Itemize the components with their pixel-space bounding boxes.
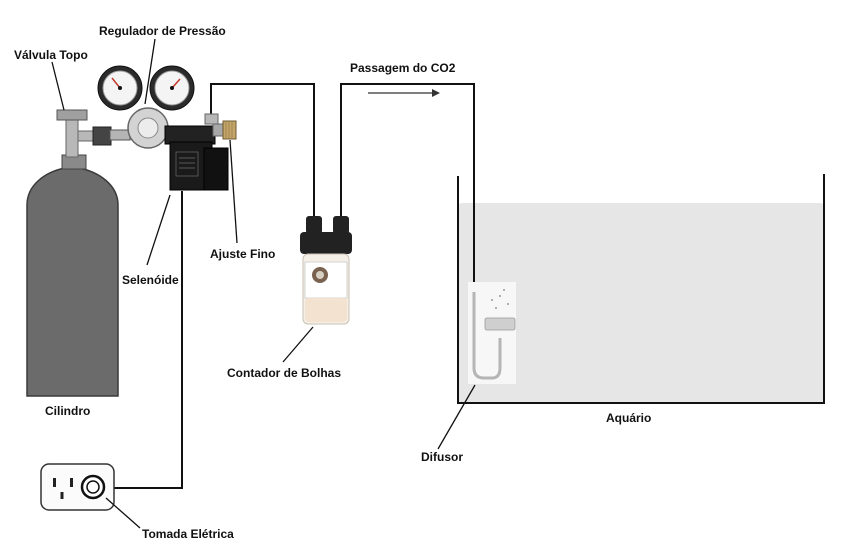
valve-stem xyxy=(65,114,79,158)
label-bubble-counter: Contador de Bolhas xyxy=(227,366,341,380)
pressure-regulator xyxy=(97,65,195,149)
gauge-right xyxy=(149,65,195,111)
needle-valve xyxy=(204,113,237,140)
flow-arrow xyxy=(368,89,440,97)
label-co2-passage: Passagem do CO2 xyxy=(350,61,456,75)
needle-valve-knob xyxy=(222,120,237,140)
label-pressure-regulator: Regulador de Pressão xyxy=(99,24,226,38)
cylinder-body xyxy=(26,167,119,397)
aquarium-water xyxy=(458,203,824,403)
solenoid-plug xyxy=(203,147,229,191)
gauge-left xyxy=(97,65,143,111)
label-valve-top: Válvula Topo xyxy=(14,48,88,62)
regulator-arm xyxy=(109,129,131,141)
tube-counter-to-diffuser xyxy=(340,83,475,292)
bubble-counter xyxy=(300,216,352,325)
aquarium-glass xyxy=(457,174,825,404)
solenoid-connector xyxy=(164,125,216,145)
leader-lines xyxy=(51,38,476,529)
diffuser xyxy=(468,282,516,384)
label-cylinder: Cilindro xyxy=(45,404,90,418)
valve-nut xyxy=(92,126,112,146)
label-aquarium: Aquário xyxy=(606,411,651,425)
power-wiring xyxy=(106,191,183,489)
co2-tubing xyxy=(210,83,475,292)
cable-solenoid-to-outlet xyxy=(106,191,183,489)
label-solenoid: Selenóide xyxy=(122,273,179,287)
tube-regulator-to-counter xyxy=(210,83,315,220)
label-fine-adjust: Ajuste Fino xyxy=(210,247,275,261)
co2-cylinder xyxy=(26,109,119,397)
aquarium xyxy=(457,174,825,404)
bubble-counter-cap xyxy=(300,232,352,254)
power-outlet xyxy=(40,463,115,511)
label-diffuser: Difusor xyxy=(421,450,463,464)
solenoid xyxy=(164,125,229,191)
outlet-plug xyxy=(80,474,106,500)
label-power-outlet: Tomada Elétrica xyxy=(142,527,234,541)
diffuser-head xyxy=(484,317,516,331)
labels: Válvula Topo Regulador de Pressão Passag… xyxy=(14,24,651,541)
valve-cap xyxy=(56,109,88,121)
